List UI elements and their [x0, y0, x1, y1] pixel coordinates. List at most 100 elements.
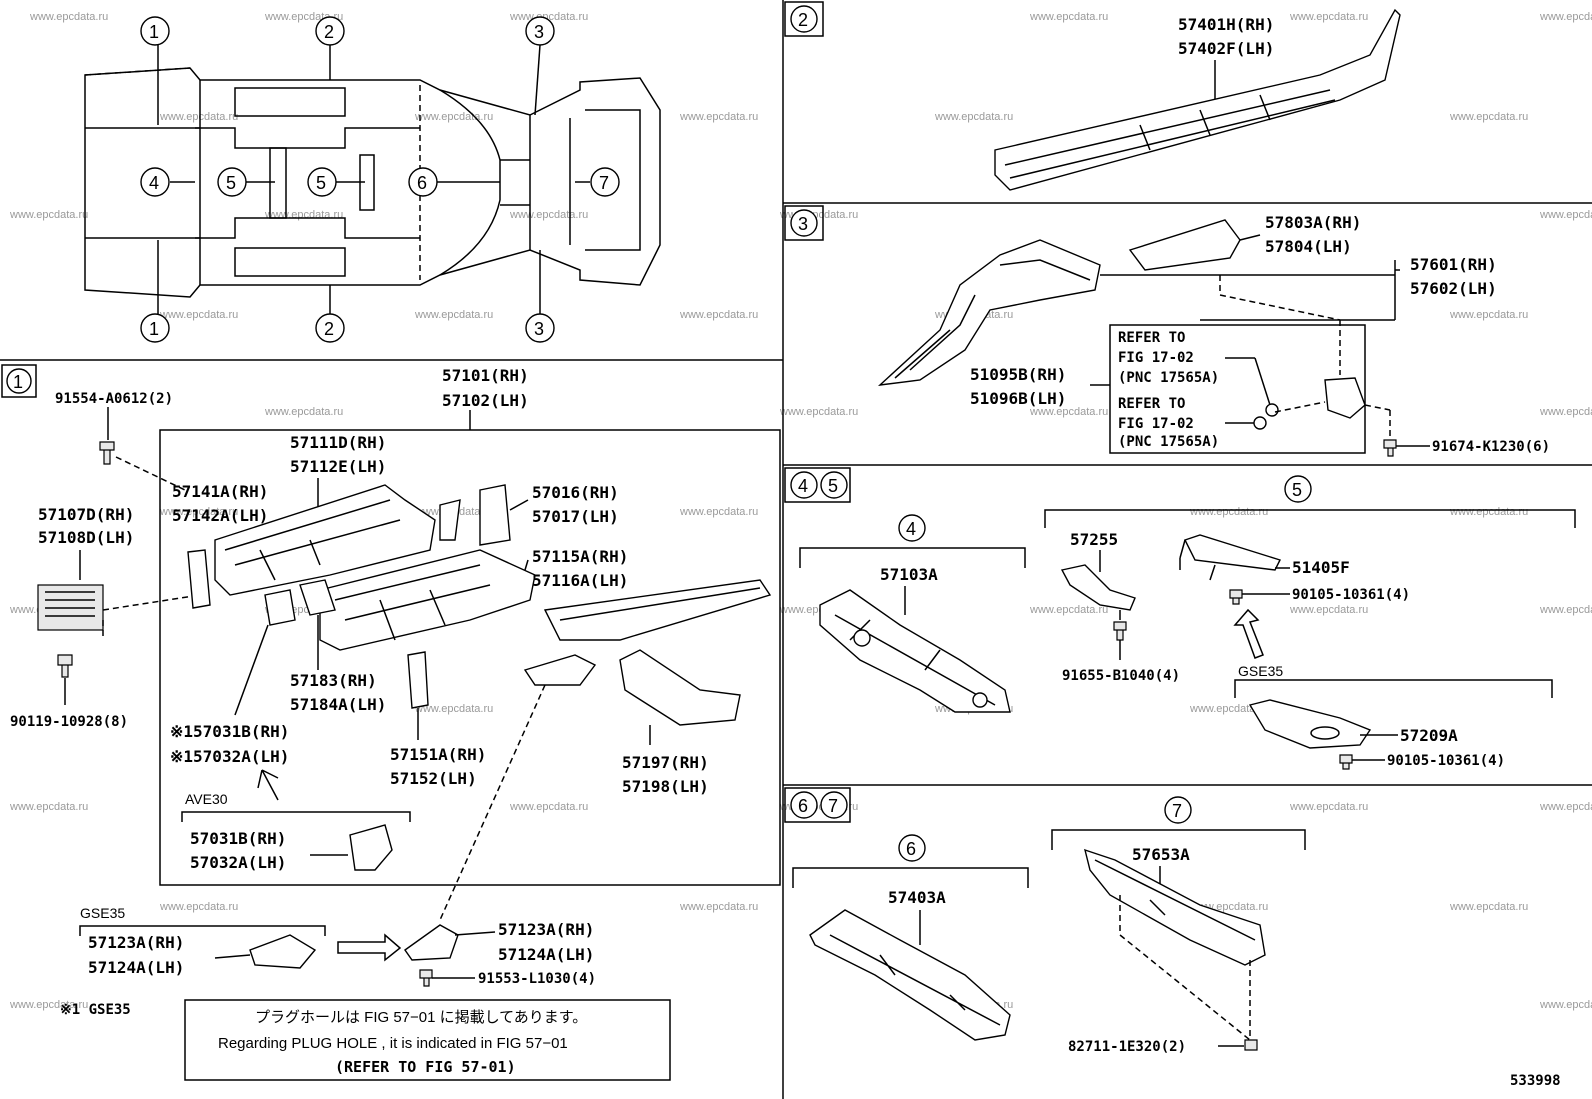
part-number-57108d: 57108D(LH): [38, 528, 134, 547]
bracket-57123-right: [404, 924, 459, 961]
part-number-57601: 57601(RH): [1410, 255, 1497, 274]
part-number-90105-b: 90105-10361(4): [1387, 753, 1505, 769]
bracket-ave30: [349, 824, 393, 871]
watermark: www.epcdata.ru: [29, 11, 108, 23]
panel-tag-6: 6: [798, 796, 808, 816]
part-number-57124a: 57124A(LH): [498, 945, 594, 964]
part-number-57111d: 57111D(RH): [290, 433, 386, 452]
refer-fig-1: FIG 17-02: [1118, 350, 1194, 366]
clip-icon: [1244, 1039, 1258, 1051]
callout-5b: 5: [316, 173, 326, 193]
sub-callout-5: 5: [1292, 480, 1302, 500]
part-number-57101: 57101(RH): [442, 366, 529, 385]
watermark: www.epcdata.ru: [1539, 604, 1592, 616]
bracket-57141: [187, 549, 211, 609]
watermark: www.epcdata.ru: [264, 406, 343, 418]
bolt-icon: [99, 441, 115, 465]
crossmember-57403: [809, 909, 1011, 1041]
watermark: www.epcdata.ru: [1029, 11, 1108, 23]
panel-2: 2 57401H(RH) 57402F(LH): [784, 1, 1401, 191]
sub-callout-6: 6: [906, 839, 916, 859]
watermark: www.epcdata.ru: [1189, 506, 1268, 518]
part-number-91655: 91655-B1040(4): [1062, 668, 1180, 684]
rocker-bottom-outline: [234, 247, 346, 277]
watermark: www.epcdata.ru: [159, 111, 238, 123]
watermark: www.epcdata.ru: [414, 111, 493, 123]
part-number-57032a-ave30: 57032A(LH): [190, 853, 286, 872]
note-line-english: Regarding PLUG HOLE , it is indicated in…: [218, 1035, 568, 1052]
diagram-id: 533998: [1510, 1073, 1561, 1089]
part-number-57031b: ※157031B(RH): [170, 722, 289, 741]
watermark: www.epcdata.ru: [509, 801, 588, 813]
variant-label-gse35: GSE35: [1238, 663, 1283, 679]
panel-3: 3 57803A(RH) 57804(LH) 57601(RH) 57602(L…: [784, 205, 1550, 457]
watermark: www.epcdata.ru: [159, 901, 238, 913]
crossmember-57209: [1248, 699, 1372, 749]
part-number-57123a: 57123A(RH): [498, 920, 594, 939]
part-number-57031b-ave30: 57031B(RH): [190, 829, 286, 848]
part-number-90105-a: 90105-10361(4): [1292, 587, 1410, 603]
callout-3-top: 3: [534, 22, 544, 42]
watermark: www.epcdata.ru: [679, 506, 758, 518]
callout-5a: 5: [226, 173, 236, 193]
bracket-51405: [1184, 534, 1281, 571]
watermark: www.epcdata.ru: [9, 999, 88, 1011]
part-number-57209a: 57209A: [1400, 726, 1458, 745]
watermark: www.epcdata.ru: [1029, 604, 1108, 616]
refer-fig-2: FIG 17-02: [1118, 416, 1194, 432]
part-number-57198: 57198(LH): [622, 777, 709, 796]
plug-hole-note: プラグホールは FIG 57−01 に掲載してあります。 Regarding P…: [184, 999, 671, 1081]
arrow-icon: [337, 933, 402, 962]
part-number-57016: 57016(RH): [532, 483, 619, 502]
arrow-icon: [257, 769, 279, 801]
bracket-57016b: [479, 484, 511, 546]
watermark: www.epcdata.ru: [1449, 901, 1528, 913]
panel-57653: [1084, 848, 1266, 966]
bolt-icon: [1229, 589, 1243, 605]
watermark: www.epcdata.ru: [1029, 406, 1108, 418]
bracket-small: [1324, 377, 1366, 419]
refer-pnc-2: (PNC 17565A): [1118, 434, 1219, 450]
panel-tag-4: 4: [798, 476, 808, 496]
part-number-57602: 57602(LH): [1410, 279, 1497, 298]
panel-tag-5: 5: [828, 476, 838, 496]
part-number-57123a-gse35: 57123A(RH): [88, 933, 184, 952]
bracket-57255: [1060, 564, 1136, 611]
panel-tag: 3: [798, 214, 808, 234]
bolt-icon: [419, 969, 433, 987]
panel-tag: 1: [13, 372, 23, 392]
panel-67: 6 7 6 57403A 7 57653A 82711-1E320(2): [784, 787, 1306, 1055]
part-number-57107d: 57107D(RH): [38, 505, 134, 524]
part-number-57184a: 57184A(LH): [290, 695, 386, 714]
bolt-icon: [1339, 754, 1353, 770]
underbody-outline: [84, 67, 661, 298]
arrow-icon: [1233, 608, 1264, 659]
part-number-91554: 91554-A0612(2): [55, 391, 173, 407]
panel-tag-box: [784, 1, 824, 37]
callout-1-bottom: 1: [149, 319, 159, 339]
bracket-57031: [264, 589, 296, 626]
part-number-57116a: 57116A(LH): [532, 571, 628, 590]
part-number-57197: 57197(RH): [622, 753, 709, 772]
panel-tag-box: [1, 364, 37, 398]
part-number-57017: 57017(LH): [532, 507, 619, 526]
part-number-91674: 91674-K1230(6): [1432, 439, 1550, 455]
callout-7: 7: [599, 173, 609, 193]
part-number-57103a: 57103A: [880, 565, 938, 584]
callout-2-bottom: 2: [324, 319, 334, 339]
part-number-57804: 57804(LH): [1265, 237, 1352, 256]
part-number-57183: 57183(RH): [290, 671, 377, 690]
callout-3-bottom: 3: [534, 319, 544, 339]
part-number-57115a: 57115A(RH): [532, 547, 628, 566]
panel-tag: 2: [798, 10, 808, 30]
callout-6: 6: [417, 173, 427, 193]
variant-label-ave30: AVE30: [185, 791, 228, 807]
rear-floor-side-member: [877, 239, 1101, 386]
bracket-57183: [299, 579, 336, 616]
crossmember-57103: [819, 589, 1011, 713]
watermark: www.epcdata.ru: [1539, 406, 1592, 418]
refer-text-1: REFER TO: [1118, 330, 1185, 346]
panel-tag-box: [784, 467, 851, 503]
part-number-51096b: 51096B(LH): [970, 389, 1066, 408]
